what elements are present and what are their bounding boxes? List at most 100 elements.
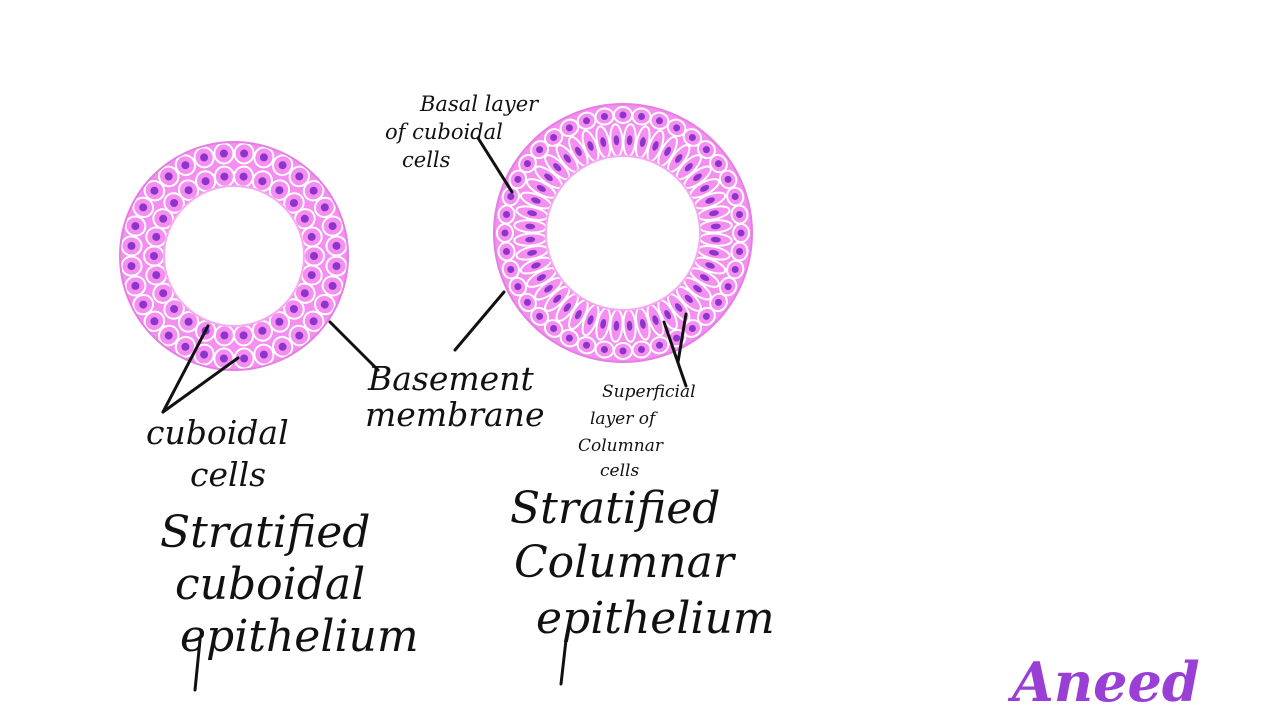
cell-nucleus xyxy=(531,197,541,204)
cell-nucleus xyxy=(278,342,287,351)
cell-nucleus xyxy=(295,172,304,181)
cell-nucleus xyxy=(240,354,249,363)
cell-nucleus xyxy=(710,236,721,243)
cuboidal-cells-label-1: cuboidal xyxy=(146,413,289,452)
cuboidal-cell xyxy=(233,142,255,165)
stratified-cuboidal-ring xyxy=(119,141,349,371)
cell-nucleus xyxy=(181,342,190,351)
stratified-columnar-ring xyxy=(493,103,753,363)
cell-nucleus xyxy=(170,305,179,313)
cell-nucleus xyxy=(638,113,645,120)
cell-nucleus xyxy=(295,331,304,340)
basal-layer-label-2: of cuboidal xyxy=(385,120,503,144)
cell-nucleus xyxy=(693,173,702,182)
cell-nucleus xyxy=(320,300,329,309)
cell-nucleus xyxy=(664,146,672,156)
cell-nucleus xyxy=(159,214,168,223)
basement-membrane-label-2: membrane xyxy=(365,395,545,434)
cell-nucleus xyxy=(139,203,148,212)
cell-nucleus xyxy=(664,310,672,320)
cell-nucleus xyxy=(524,298,531,306)
cell-nucleus xyxy=(259,350,268,359)
cuboidal-cell xyxy=(288,324,311,347)
cell-nucleus xyxy=(673,334,681,342)
cell-nucleus xyxy=(693,284,702,293)
cell-nucleus xyxy=(150,317,159,326)
cuboidal-pointer-b xyxy=(161,356,240,414)
author-signature: Aneed xyxy=(1012,650,1200,714)
cell-nucleus xyxy=(524,160,531,168)
cell-nucleus xyxy=(731,266,739,273)
cell-nucleus xyxy=(289,199,298,207)
cell-nucleus xyxy=(239,331,248,340)
cell-nucleus xyxy=(536,146,544,154)
cell-nucleus xyxy=(275,186,284,195)
left-title-line-3: epithelium xyxy=(180,611,419,662)
cell-nucleus xyxy=(600,137,607,148)
basal-layer-pointer xyxy=(476,136,514,194)
cell-nucleus xyxy=(200,350,209,359)
cell-nucleus xyxy=(328,222,337,231)
cell-nucleus xyxy=(736,248,743,255)
cell-nucleus xyxy=(600,318,607,329)
cell-nucleus xyxy=(310,252,318,260)
cuboidal-inner-edge xyxy=(163,185,305,327)
cuboidal-cell xyxy=(132,196,155,219)
cuboidal-cell xyxy=(271,335,294,358)
cell-nucleus xyxy=(259,153,268,162)
cell-nucleus xyxy=(705,197,715,204)
columnar-inner-edge xyxy=(545,155,701,311)
superficial-layer-label-2: layer of xyxy=(590,409,656,429)
cell-nucleus xyxy=(200,153,209,162)
cell-nucleus xyxy=(503,248,510,255)
cell-nucleus xyxy=(601,346,608,353)
cell-nucleus xyxy=(563,303,572,312)
cell-nucleus xyxy=(170,199,179,207)
cell-nucleus xyxy=(737,229,745,237)
cell-nucleus xyxy=(527,210,538,217)
cell-nucleus xyxy=(553,163,562,172)
cell-nucleus xyxy=(507,193,515,200)
left-title-stroke xyxy=(193,638,202,692)
cell-nucleus xyxy=(536,274,546,282)
cell-nucleus xyxy=(688,134,696,141)
basal-cuboidal-cell xyxy=(730,204,749,225)
cell-nucleus xyxy=(503,211,510,218)
cell-nucleus xyxy=(550,325,558,332)
basal-layer-label-1: Basal layer xyxy=(420,92,539,116)
cuboidal-cell xyxy=(325,235,348,257)
cell-nucleus xyxy=(565,334,573,342)
cell-nucleus xyxy=(736,211,743,218)
cell-nucleus xyxy=(656,117,663,125)
cell-nucleus xyxy=(201,177,210,186)
cell-nucleus xyxy=(688,325,696,332)
cell-nucleus xyxy=(619,111,627,119)
cell-nucleus xyxy=(220,331,229,340)
cell-nucleus xyxy=(258,177,267,186)
cuboidal-pointer-a xyxy=(161,324,210,414)
superficial-layer-label-4: cells xyxy=(600,461,640,481)
cell-nucleus xyxy=(708,249,719,256)
cell-nucleus xyxy=(674,303,683,312)
cell-nucleus xyxy=(220,172,229,181)
cuboidal-cells-label-2: cells xyxy=(190,455,267,494)
cell-nucleus xyxy=(309,317,318,326)
cell-nucleus xyxy=(700,184,710,192)
cell-nucleus xyxy=(531,262,541,269)
cell-nucleus xyxy=(278,161,287,170)
superficial-pointer-b xyxy=(676,312,688,364)
cell-nucleus xyxy=(239,172,248,181)
cuboidal-cell xyxy=(120,255,143,277)
cell-nucleus xyxy=(565,124,573,132)
basement-pointer-left xyxy=(328,320,380,372)
cuboidal-cell xyxy=(157,165,180,188)
cuboidal-cell xyxy=(271,154,294,177)
cell-nucleus xyxy=(583,341,590,349)
cuboidal-cell xyxy=(302,310,325,333)
cell-nucleus xyxy=(626,320,633,331)
cell-nucleus xyxy=(219,149,228,158)
cell-nucleus xyxy=(320,203,329,212)
cell-nucleus xyxy=(613,135,620,146)
right-title-line-2: Columnar xyxy=(514,537,734,588)
cell-nucleus xyxy=(525,223,536,230)
